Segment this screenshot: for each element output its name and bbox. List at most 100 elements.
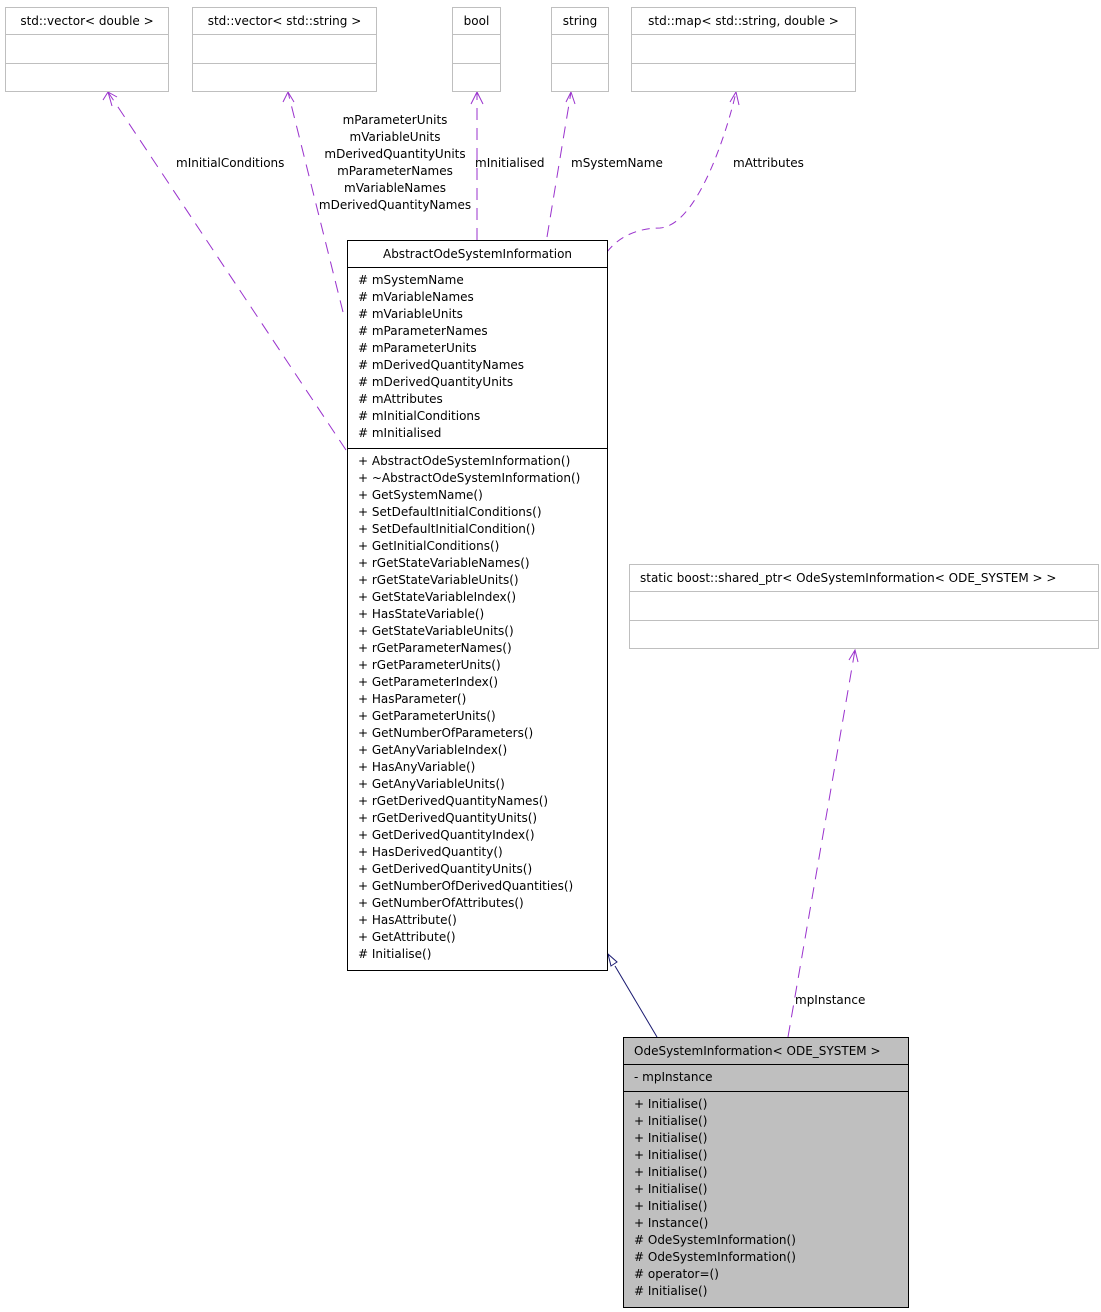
method-row: + SetDefaultInitialConditions() — [358, 505, 542, 519]
attributes-section: # mSystemName# mVariableNames# mVariable… — [348, 268, 607, 449]
edge-label-line: mParameterUnits — [342, 113, 448, 127]
attributes-section — [552, 35, 608, 63]
method-row: + GetSystemName() — [358, 488, 483, 502]
method-row: + SetDefaultInitialCondition() — [358, 522, 536, 536]
class-vector-double[interactable]: std::vector< double > — [5, 7, 169, 92]
arrowhead-initialised — [470, 90, 484, 105]
attribute-row: # mAttributes — [358, 392, 443, 406]
attribute-row: - mpInstance — [634, 1070, 713, 1084]
class-title: std::vector< double > — [6, 8, 168, 35]
arrowhead-initial-conditions — [102, 91, 118, 107]
class-map[interactable]: std::map< std::string, double > — [631, 7, 856, 92]
edge-system-name — [546, 91, 572, 238]
method-row: # Initialise() — [634, 1284, 708, 1298]
inheritance-arrowhead — [607, 952, 618, 967]
class-title: std::map< std::string, double > — [632, 8, 855, 35]
method-row: + Initialise() — [634, 1165, 708, 1179]
method-row: + GetNumberOfDerivedQuantities() — [358, 879, 574, 893]
method-row: + Initialise() — [634, 1097, 708, 1111]
method-row: + Initialise() — [634, 1199, 708, 1213]
method-row: + GetDerivedQuantityIndex() — [358, 828, 535, 842]
method-row: + GetNumberOfParameters() — [358, 726, 534, 740]
edge-label-line: mParameterNames — [337, 164, 453, 178]
method-row: + rGetParameterNames() — [358, 641, 512, 655]
attributes-section — [632, 35, 855, 63]
class-abstract-ode-system-information[interactable]: AbstractOdeSystemInformation # mSystemNa… — [347, 240, 608, 971]
class-title: static boost::shared_ptr< OdeSystemInfor… — [630, 565, 1098, 592]
class-title: std::vector< std::string > — [193, 8, 376, 35]
attribute-row: # mDerivedQuantityNames — [358, 358, 525, 372]
method-row: + HasParameter() — [358, 692, 467, 706]
method-row: + rGetParameterUnits() — [358, 658, 501, 672]
method-row: + Initialise() — [634, 1131, 708, 1145]
class-string[interactable]: string — [551, 7, 609, 92]
attributes-section: - mpInstance — [624, 1065, 908, 1092]
edge-label-line: mDerivedQuantityUnits — [324, 147, 466, 161]
edge-inheritance — [614, 965, 658, 1038]
class-vector-string[interactable]: std::vector< std::string > — [192, 7, 377, 92]
edge-label-line: mVariableUnits — [349, 130, 441, 144]
method-row: + GetStateVariableUnits() — [358, 624, 514, 638]
method-row: + HasDerivedQuantity() — [358, 845, 503, 859]
edge-instance — [787, 649, 856, 1038]
arrowhead-system-name — [565, 90, 576, 105]
method-row: + rGetStateVariableNames() — [358, 556, 530, 570]
class-bool[interactable]: bool — [452, 7, 501, 92]
method-row: + ~AbstractOdeSystemInformation() — [358, 471, 581, 485]
attribute-row: # mVariableUnits — [358, 307, 463, 321]
attributes-section — [453, 35, 500, 63]
method-row: + rGetDerivedQuantityUnits() — [358, 811, 538, 825]
methods-section — [193, 63, 376, 91]
method-row: # Initialise() — [358, 947, 432, 961]
methods-section — [630, 620, 1098, 648]
methods-section — [552, 63, 608, 91]
arrowhead-instance — [848, 648, 859, 663]
attribute-row: # mVariableNames — [358, 290, 474, 304]
attribute-row: # mInitialConditions — [358, 409, 481, 423]
edge-label-initialised: mInitialised — [475, 156, 545, 170]
edge-label-system-name: mSystemName — [571, 156, 663, 170]
method-row: + GetParameterIndex() — [358, 675, 499, 689]
methods-section — [6, 63, 168, 91]
method-row: + GetNumberOfAttributes() — [358, 896, 524, 910]
method-row: + Instance() — [634, 1216, 709, 1230]
class-shared-ptr[interactable]: static boost::shared_ptr< OdeSystemInfor… — [629, 564, 1099, 649]
edge-label-initial-conditions: mInitialConditions — [176, 156, 285, 170]
class-title: bool — [453, 8, 500, 35]
method-row: # operator=() — [634, 1267, 719, 1281]
edge-label-instance: mpInstance — [795, 993, 866, 1007]
attributes-section — [193, 35, 376, 63]
edge-label-vector-string-members: mParameterUnits mVariableUnits mDerivedQua… — [305, 112, 485, 214]
attribute-row: # mParameterNames — [358, 324, 488, 338]
class-title: OdeSystemInformation< ODE_SYSTEM > — [624, 1038, 908, 1065]
attribute-row: # mDerivedQuantityUnits — [358, 375, 514, 389]
edge-label-line: mVariableNames — [344, 181, 446, 195]
method-row: + HasAnyVariable() — [358, 760, 476, 774]
edge-attributes — [606, 91, 737, 253]
class-title: string — [552, 8, 608, 35]
method-row: + rGetStateVariableUnits() — [358, 573, 519, 587]
methods-section — [453, 63, 500, 91]
method-row: + Initialise() — [634, 1114, 708, 1128]
method-row: + GetInitialConditions() — [358, 539, 500, 553]
arrowhead-vector-string — [282, 90, 295, 103]
method-row: + GetAttribute() — [358, 930, 456, 944]
method-row: # OdeSystemInformation() — [634, 1250, 796, 1264]
method-row: + HasStateVariable() — [358, 607, 485, 621]
method-row: + HasAttribute() — [358, 913, 457, 927]
arrowhead-attributes — [729, 90, 740, 106]
attribute-row: # mParameterUnits — [358, 341, 477, 355]
method-row: + Initialise() — [634, 1182, 708, 1196]
method-row: + AbstractOdeSystemInformation() — [358, 454, 571, 468]
attribute-row: # mInitialised — [358, 426, 442, 440]
class-ode-system-information[interactable]: OdeSystemInformation< ODE_SYSTEM > - mpI… — [623, 1037, 909, 1308]
attributes-section — [630, 592, 1098, 620]
edge-label-line: mDerivedQuantityNames — [318, 198, 472, 212]
attributes-section — [6, 35, 168, 63]
method-row: + Initialise() — [634, 1148, 708, 1162]
method-row: + GetParameterUnits() — [358, 709, 496, 723]
class-title: AbstractOdeSystemInformation — [348, 241, 607, 268]
method-row: # OdeSystemInformation() — [634, 1233, 796, 1247]
method-row: + GetDerivedQuantityUnits() — [358, 862, 533, 876]
methods-section — [632, 63, 855, 91]
